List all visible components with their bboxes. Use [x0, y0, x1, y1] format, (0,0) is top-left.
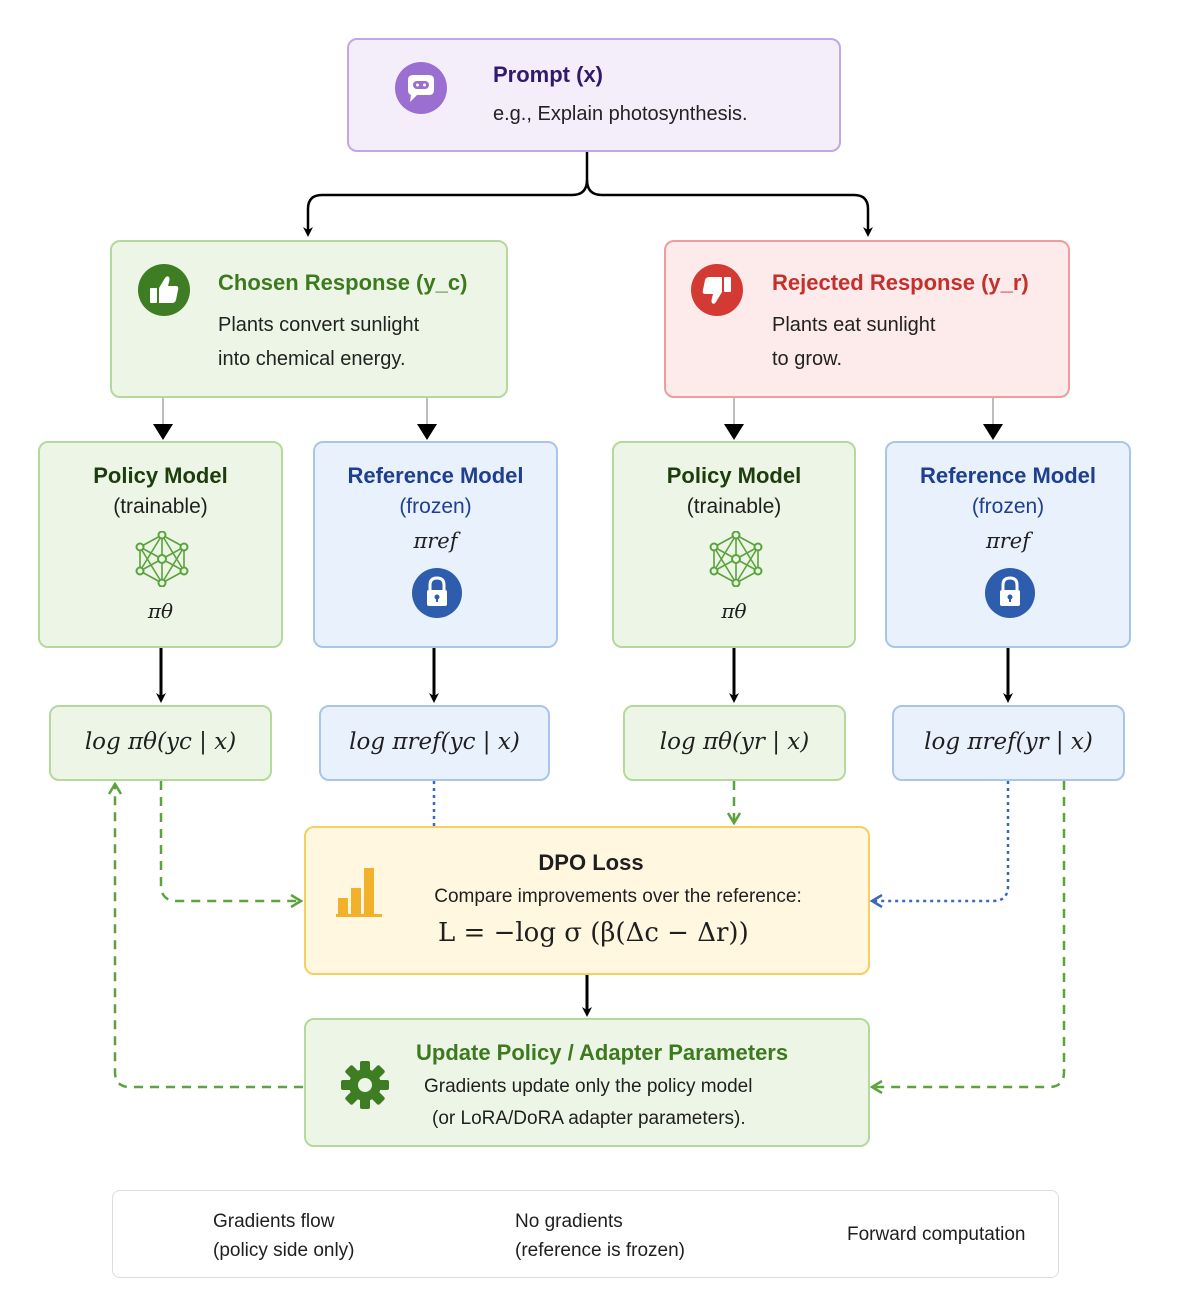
- prompt-box: Prompt (x) e.g., Explain photosynthesis.: [347, 38, 841, 152]
- logprob-text: log πθ(yc | x): [84, 729, 237, 755]
- prompt-split-arrows: [303, 152, 873, 237]
- lock-icon: [985, 568, 1035, 618]
- prompt-title: Prompt (x): [493, 62, 603, 87]
- neural-network-icon: [709, 531, 763, 587]
- reference-model-state: (frozen): [971, 495, 1045, 518]
- update-policy-box: Update Policy / Adapter Parameters Gradi…: [304, 1018, 870, 1147]
- model-to-logprob-arrows: [156, 648, 1013, 703]
- policy-model-rejected: Policy Model (trainable) πθ: [612, 441, 856, 648]
- logprob-policy-chosen: log πθ(yc | x): [49, 705, 272, 781]
- reference-model-chosen: Reference Model (frozen) πref: [313, 441, 558, 648]
- policy-model-symbol: πθ: [721, 599, 747, 623]
- logprob-reference-chosen: log πref(yc | x): [319, 705, 550, 781]
- loss-title: DPO Loss: [538, 850, 644, 875]
- response-to-model-heads: [153, 424, 1003, 440]
- dpo-loss-box: DPO Loss Compare improvements over the r…: [304, 826, 870, 975]
- policy-model-state: (trainable): [686, 495, 782, 518]
- reference-model-rejected: Reference Model (frozen) πref: [885, 441, 1131, 648]
- response-to-model-arrows: [162, 398, 994, 428]
- policy-model-symbol: πθ: [147, 599, 174, 623]
- rejected-title: Rejected Response (y_r): [772, 270, 1029, 295]
- chosen-line1: Plants convert sunlight: [218, 314, 420, 336]
- chat-bubble-icon: [395, 62, 447, 114]
- chosen-line2: into chemical energy.: [218, 348, 406, 370]
- reference-model-symbol: πref: [985, 529, 1031, 553]
- legend-nograd-label2: (reference is frozen): [515, 1240, 686, 1261]
- rejected-line2: to grow.: [772, 348, 843, 370]
- thumbs-down-icon: [691, 264, 743, 316]
- bar-chart-icon: [336, 868, 382, 917]
- reference-model-name: Reference Model: [347, 463, 524, 488]
- chosen-response-box: Chosen Response (y_c) Plants convert sun…: [110, 240, 508, 398]
- policy-model-chosen: Policy Model (trainable) πθ: [38, 441, 283, 648]
- logprob-text: log πref(yr | x): [924, 729, 1093, 755]
- neural-network-icon: [135, 531, 189, 587]
- thumbs-up-icon: [138, 264, 190, 316]
- loss-formula: L = −log σ (β(Δc − Δr)): [438, 918, 749, 948]
- legend-box: Gradients flow (policy side only) No gra…: [112, 1190, 1059, 1278]
- reference-model-state: (frozen): [399, 495, 472, 518]
- logprob-text: log πref(yc | x): [349, 729, 520, 755]
- legend-nograd-label1: No gradients: [515, 1211, 623, 1232]
- update-title: Update Policy / Adapter Parameters: [416, 1040, 789, 1065]
- rejected-response-box: Rejected Response (y_r) Plants eat sunli…: [664, 240, 1070, 398]
- gear-icon: [341, 1061, 389, 1109]
- policy-model-name: Policy Model: [93, 463, 228, 488]
- lock-icon: [412, 568, 462, 618]
- update-line2: (or LoRA/DoRA adapter parameters).: [432, 1108, 746, 1129]
- legend-forward-label: Forward computation: [847, 1224, 1026, 1245]
- reference-model-symbol: πref: [413, 529, 458, 553]
- policy-model-name: Policy Model: [666, 463, 802, 488]
- legend-gradient-label2: (policy side only): [213, 1240, 355, 1261]
- reference-model-name: Reference Model: [919, 463, 1097, 488]
- update-line1: Gradients update only the policy model: [424, 1076, 753, 1097]
- gradient-flow-paths: [115, 781, 1066, 1087]
- logprob-reference-rejected: log πref(yr | x): [892, 705, 1125, 781]
- rejected-line1: Plants eat sunlight: [772, 314, 936, 336]
- logprob-policy-rejected: log πθ(yr | x): [623, 705, 846, 781]
- chosen-title: Chosen Response (y_c): [218, 270, 468, 295]
- prompt-example: e.g., Explain photosynthesis.: [493, 103, 748, 125]
- no-gradient-paths: [432, 781, 1010, 901]
- legend-gradient-label1: Gradients flow: [213, 1211, 335, 1232]
- loss-description: Compare improvements over the reference:: [434, 886, 802, 907]
- policy-model-state: (trainable): [113, 495, 208, 518]
- logprob-text: log πθ(yr | x): [659, 729, 810, 755]
